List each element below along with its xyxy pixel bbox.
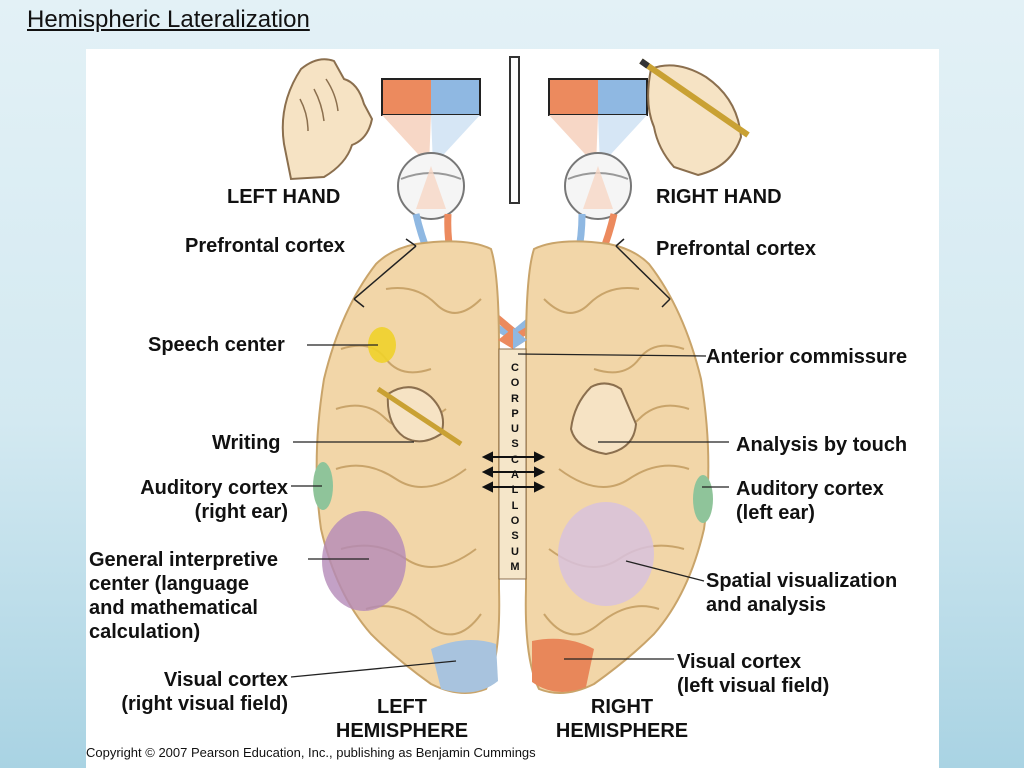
anterior-commissure-label: Anterior commissure (706, 346, 908, 368)
left-hemisphere (315, 240, 501, 694)
cc-letter: L (511, 484, 519, 497)
writing-label: Writing (212, 432, 281, 454)
brain-diagram (281, 56, 750, 694)
right-eye-icon (564, 152, 632, 220)
visual-right-line-1: Visual cortex (677, 651, 802, 673)
auditory-right-region (693, 475, 713, 523)
auditory-left-region (313, 462, 333, 510)
cc-letter: O (510, 514, 520, 527)
right-hand-icon (639, 58, 750, 177)
left-eye-icon (397, 152, 465, 220)
left-hand-icon (281, 58, 374, 181)
visual-divider (509, 56, 520, 204)
copyright-notice: Copyright © 2007 Pearson Education, Inc.… (86, 745, 536, 760)
prefrontal-left-label: Prefrontal cortex (185, 235, 346, 257)
diagram-panel: LEFT HAND RIGHT HAND Prefrontal cortex P… (86, 49, 939, 768)
cc-letter: S (511, 530, 519, 543)
visual-right-line-2: (left visual field) (677, 675, 830, 697)
right-visual-target (548, 78, 648, 166)
cc-letter: O (510, 377, 520, 390)
left-hand-label: LEFT HAND (227, 186, 341, 208)
prefrontal-right-bracket (615, 238, 671, 308)
cc-letter: M (510, 560, 520, 573)
prefrontal-left-bracket (353, 238, 417, 308)
interpretive-line-4: calculation) (89, 621, 201, 643)
left-hemisphere-line-1: LEFT (377, 696, 427, 718)
auditory-left-line-2: (right ear) (194, 501, 288, 523)
auditory-left-label: Auditory cortex (right ear) (116, 476, 288, 524)
right-hand-label: RIGHT HAND (656, 186, 782, 208)
visual-left-line-2: (right visual field) (121, 693, 288, 715)
cc-letter: U (511, 545, 519, 558)
writing-hand-icon (376, 386, 463, 447)
visual-right-region (532, 638, 594, 692)
interpretive-line-3: and mathematical (89, 597, 258, 619)
prefrontal-right-label: Prefrontal cortex (656, 238, 817, 260)
right-hemisphere-label: RIGHT HEMISPHERE (542, 695, 702, 743)
visual-left-label: Visual cortex (right visual field) (96, 668, 288, 716)
spatial-label: Spatial visualization and analysis (706, 569, 897, 617)
corpus-callosum (498, 348, 527, 580)
interpretive-line-2: center (language (89, 573, 250, 595)
cc-letter: U (511, 423, 519, 436)
analysis-by-touch-label: Analysis by touch (736, 434, 908, 456)
visual-right-label: Visual cortex (left visual field) (677, 650, 829, 698)
callosum-arrows (481, 451, 546, 493)
right-hemisphere-line-2: HEMISPHERE (555, 720, 689, 742)
auditory-right-line-2: (left ear) (736, 502, 815, 524)
touch-hand-icon (569, 382, 638, 456)
interpretive-line-1: General interpretive (89, 549, 278, 571)
auditory-left-line-1: Auditory cortex (140, 477, 288, 499)
corpus-callosum-label: C O R P U S C A L L O S U M (504, 361, 526, 575)
speech-center-region (368, 327, 396, 363)
leader-lines (290, 344, 729, 678)
left-hemisphere-line-2: HEMISPHERE (335, 720, 469, 742)
cc-letter: R (511, 392, 519, 405)
left-visual-target (381, 78, 481, 166)
spatial-region (558, 502, 654, 606)
cc-letter: L (511, 499, 519, 512)
cc-letter: C (511, 453, 519, 466)
speech-center-label: Speech center (148, 334, 285, 356)
spatial-line-1: Spatial visualization (706, 570, 898, 592)
right-hemisphere (524, 240, 710, 694)
interpretive-label: General interpretive center (language an… (89, 548, 278, 644)
cc-letter: P (511, 407, 519, 420)
left-hemisphere-label: LEFT HEMISPHERE (322, 695, 482, 743)
cc-letter: C (511, 362, 519, 374)
auditory-right-label: Auditory cortex (left ear) (736, 477, 884, 525)
cc-letter: A (511, 469, 519, 482)
spatial-line-2: and analysis (706, 594, 827, 616)
visual-left-region (431, 640, 498, 693)
slide-title: Hemispheric Lateralization (27, 6, 310, 33)
interpretive-region (322, 511, 406, 611)
auditory-right-line-1: Auditory cortex (736, 478, 884, 500)
right-hemisphere-line-1: RIGHT (590, 696, 654, 718)
visual-left-line-1: Visual cortex (163, 669, 288, 691)
cc-letter: S (511, 438, 519, 451)
